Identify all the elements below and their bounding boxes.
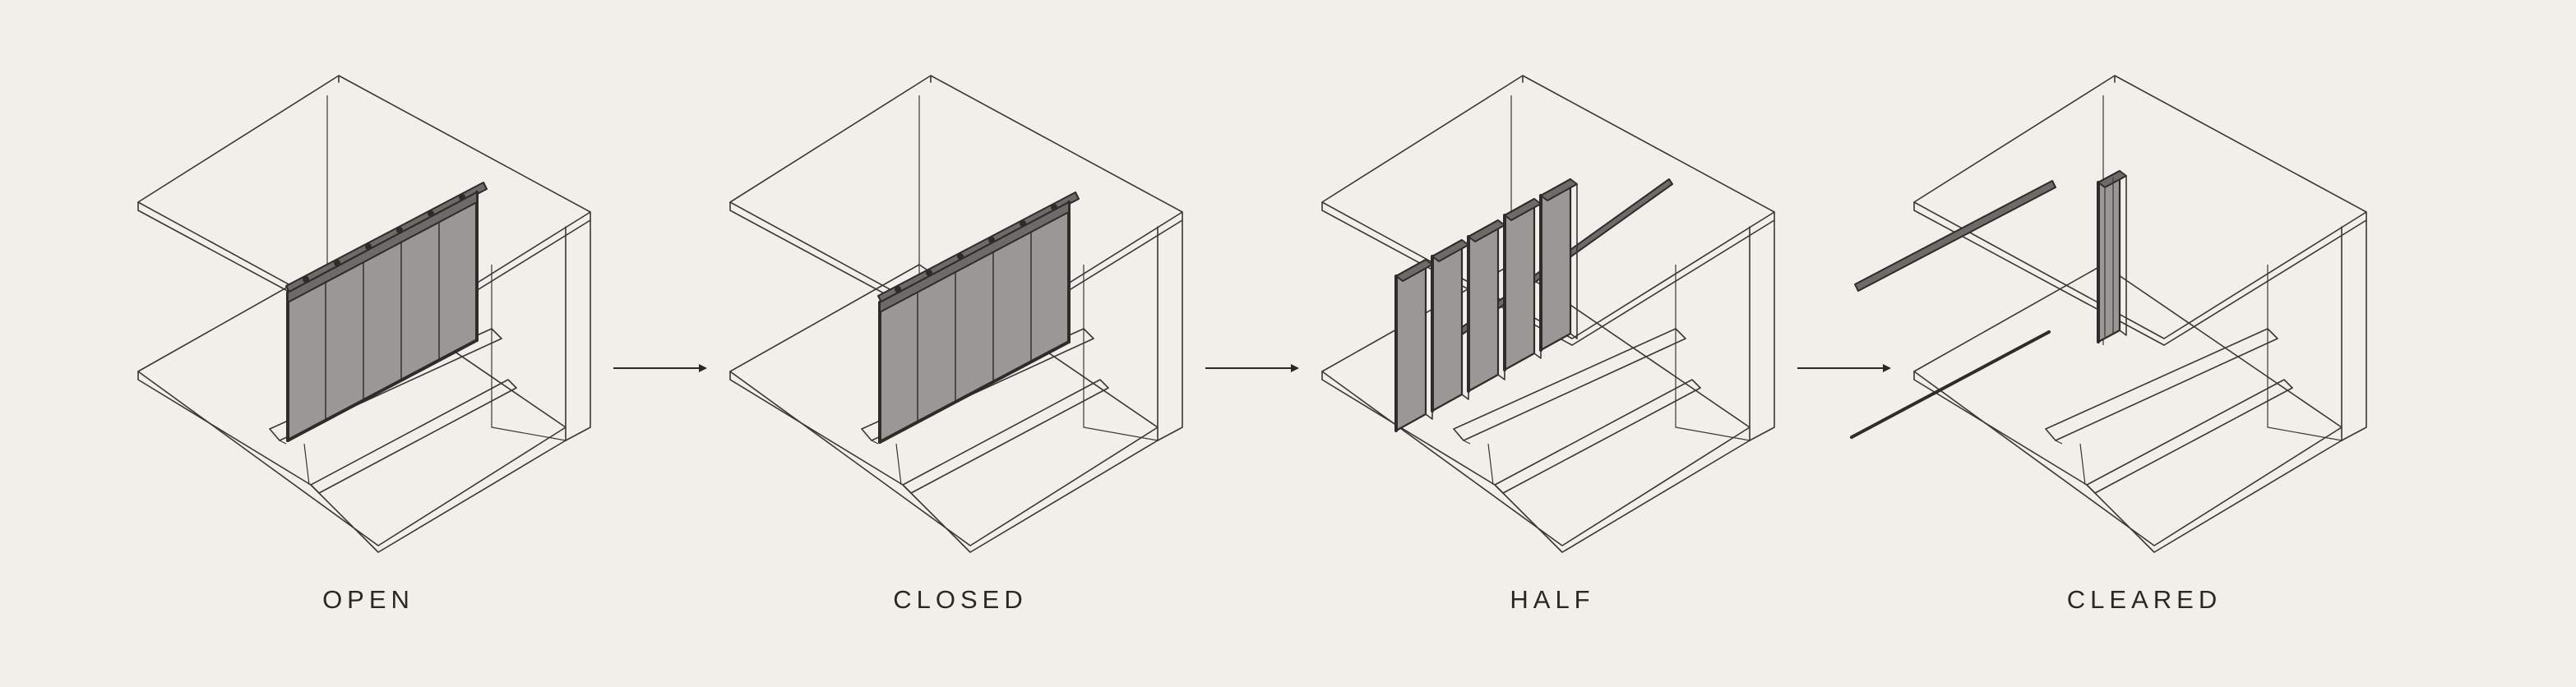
state-illustration-cleared	[1850, 75, 2367, 553]
window-sill	[1453, 328, 1686, 441]
state-illustration-closed	[729, 75, 1183, 553]
ceiling-slab	[1913, 75, 2367, 339]
stacked-panels	[2097, 169, 2121, 344]
right-wall-return	[1675, 265, 1750, 441]
step-riser	[895, 443, 902, 486]
rotated-panel	[1503, 197, 1536, 371]
right-wall-outer	[2341, 211, 2367, 441]
panel-bottom	[878, 340, 1071, 444]
step-riser	[2079, 443, 2086, 486]
state-label-open: OPEN	[322, 585, 414, 614]
ceiling-edge	[729, 201, 1183, 346]
arrow-head	[1291, 364, 1299, 372]
window-sill	[2045, 328, 2278, 441]
arrow-right-icon	[613, 364, 707, 372]
sill-tick	[2055, 440, 2063, 445]
arrow-right-icon	[1797, 364, 1891, 372]
floor-plate	[729, 264, 1159, 546]
head-band	[287, 191, 478, 303]
panel-bank	[286, 191, 479, 442]
sill-tick	[1463, 440, 1471, 445]
rotated-panel	[1394, 258, 1427, 432]
head-band	[879, 201, 1070, 313]
stack-side	[2119, 170, 2127, 336]
lower-step	[2086, 379, 2293, 494]
arrow-right-icon	[1205, 364, 1299, 372]
panel-bank	[878, 201, 1071, 444]
track-knob	[303, 276, 309, 283]
rotated-panel-side	[1570, 178, 1578, 339]
track-end	[1854, 284, 1859, 292]
lower-step	[902, 379, 1109, 494]
rotated-panel	[1467, 219, 1500, 393]
floor-slot	[1850, 330, 2051, 439]
state-label-cleared: CLEARED	[2066, 585, 2222, 614]
floor-plate	[1321, 264, 1750, 546]
right-wall-return	[2267, 265, 2342, 441]
ceiling-edge	[137, 201, 591, 346]
sill-tick	[279, 440, 287, 445]
arrow-head	[1883, 364, 1891, 372]
right-wall-return	[491, 265, 567, 441]
floor-plate	[137, 264, 567, 546]
floor-edge	[1321, 371, 1750, 553]
panel-bottom	[286, 339, 479, 442]
curtain-track	[1854, 180, 2056, 292]
floor-plate	[1913, 264, 2342, 546]
state-label-closed: CLOSED	[893, 585, 1028, 614]
rotated-panel	[1539, 178, 1572, 352]
arrow-head	[699, 364, 707, 372]
ceiling-edge	[1913, 201, 2367, 346]
lower-step	[310, 379, 517, 494]
right-wall-outer	[565, 211, 591, 441]
track-knob	[895, 286, 901, 293]
right-wall-return	[1083, 265, 1159, 441]
step-riser	[303, 443, 310, 486]
lower-step	[1494, 379, 1701, 494]
step-riser	[1487, 443, 1494, 486]
state-label-half: HALF	[1510, 585, 1595, 614]
state-illustration-half	[1321, 75, 1775, 553]
rotated-panel	[1431, 238, 1464, 413]
sill-tick	[871, 440, 879, 445]
right-wall-outer	[1749, 211, 1775, 441]
state-illustration-open	[137, 75, 591, 553]
floor-edge	[1913, 371, 2342, 553]
right-wall-outer	[1157, 211, 1183, 441]
